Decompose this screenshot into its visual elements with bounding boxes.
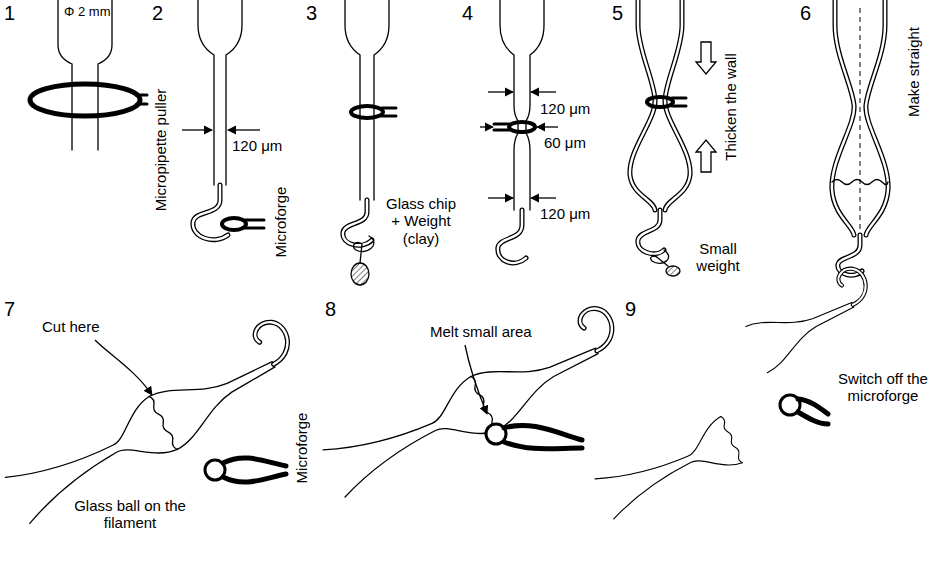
panel-number: 1: [4, 2, 15, 25]
panel-number: 7: [4, 298, 15, 321]
panel-number: 9: [625, 298, 636, 321]
step-note: Make straight: [905, 27, 922, 117]
dimension-label: 120 μm: [540, 100, 590, 117]
step-note: Thicken the wall: [722, 53, 739, 161]
device-label: Microforge: [272, 187, 289, 258]
panel-number: 4: [462, 2, 473, 25]
dimension-label: 120 μm: [540, 205, 590, 222]
diameter-label: Φ 2 mm: [64, 5, 110, 20]
device-label: Micropipette puller: [152, 89, 169, 212]
step-note: Switch off the microforge: [830, 370, 936, 405]
panel-number: 2: [152, 2, 163, 25]
dimension-label: 60 μm: [544, 134, 586, 151]
device-label: Microforge: [293, 413, 310, 484]
panel-number: 6: [800, 2, 811, 25]
panel-number: 8: [325, 298, 336, 321]
panel-number: 3: [306, 2, 317, 25]
part-label: Small weight: [688, 240, 748, 275]
step-note: Melt small area: [430, 323, 532, 340]
step-note: Cut here: [42, 318, 100, 335]
part-label: Glass chip + Weight (clay): [380, 195, 462, 247]
panel-number: 5: [612, 2, 623, 25]
dimension-label: 120 μm: [232, 137, 282, 154]
part-label: Glass ball on the filament: [70, 497, 190, 532]
